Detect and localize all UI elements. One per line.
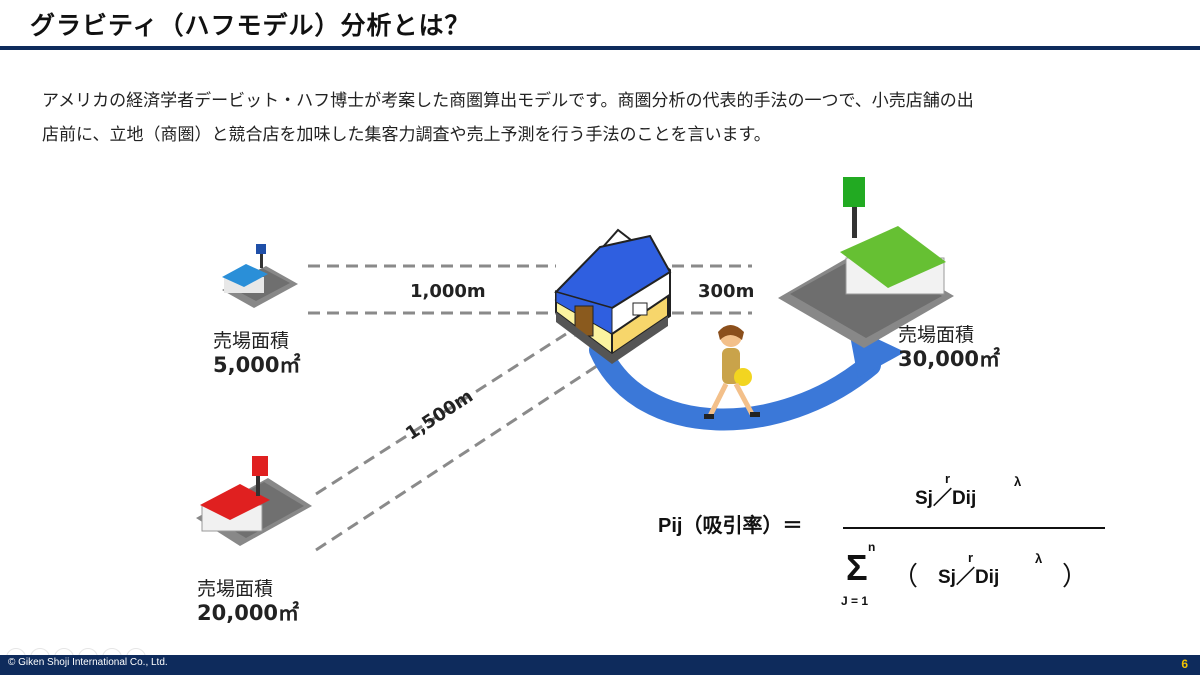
formula-numerator: Sj／Dij <box>915 488 977 509</box>
store-large-icon <box>196 456 312 546</box>
footer-bar: © Giken Shoji International Co., Ltd. 6 <box>0 655 1200 675</box>
distance-lines <box>308 264 752 552</box>
fraction-bar <box>843 527 1105 529</box>
store-small-size: 5,000㎡ <box>213 353 301 377</box>
huff-formula: Pij（吸引率）＝ Sj／Dij r λ n Σ J = 1 （ Sj／Dij … <box>658 471 1105 608</box>
store-small-label: 売場面積 5,000㎡ <box>213 329 300 377</box>
shopper-figure <box>704 325 760 419</box>
store-large-size: 20,000㎡ <box>197 601 300 625</box>
slide-title: グラビティ（ハフモデル）分析とは？ <box>30 11 471 40</box>
formula-denominator: Sj／Dij <box>938 567 1000 588</box>
distance-small: 1,000m <box>410 281 486 302</box>
dashline-large-top <box>315 332 567 496</box>
formula-open-paren: （ <box>892 561 919 591</box>
page-number: 6 <box>1181 657 1188 671</box>
copyright: © Giken Shoji International Co., Ltd. <box>8 657 168 668</box>
store-big-icon <box>778 177 954 348</box>
store-big-size: 30,000㎡ <box>898 347 1001 371</box>
store-large-label: 売場面積 20,000㎡ <box>197 577 299 625</box>
formula-denominator-exp: r <box>968 550 974 565</box>
dashline-large-bottom <box>315 358 607 552</box>
gravity-model-diagram <box>196 177 954 552</box>
formula-close-paren: ） <box>1062 561 1089 591</box>
formula-sum-lower: J = 1 <box>841 594 869 608</box>
description: アメリカの経済学者デービット・ハフ博士が考案した商圏算出モデルです。商圏分析の代… <box>42 84 1172 152</box>
description-line-2: 店前に、立地（商圏）と競合店を加味した集客力調査や売上予測を行う手法のことを言い… <box>42 125 771 145</box>
store-large-area-label: 売場面積 <box>197 578 274 600</box>
distance-big: 300m <box>698 281 755 302</box>
formula-numerator-lambda: λ <box>1014 474 1022 489</box>
formula-lhs: Pij（吸引率）＝ <box>658 515 803 537</box>
store-small-area-label: 売場面積 <box>213 330 290 352</box>
formula-numerator-exp: r <box>945 471 951 486</box>
store-big-area-label: 売場面積 <box>898 324 975 346</box>
house-icon <box>554 228 672 364</box>
formula-denominator-lambda: λ <box>1035 551 1043 566</box>
store-big-label: 売場面積 30,000㎡ <box>898 323 1000 371</box>
store-small-icon <box>222 244 298 308</box>
description-line-1: アメリカの経済学者デービット・ハフ博士が考案した商圏算出モデルです。商圏分析の代… <box>42 91 974 111</box>
formula-sum-upper: n <box>868 540 876 554</box>
title-divider <box>0 46 1200 50</box>
sigma-symbol: Σ <box>846 547 868 588</box>
